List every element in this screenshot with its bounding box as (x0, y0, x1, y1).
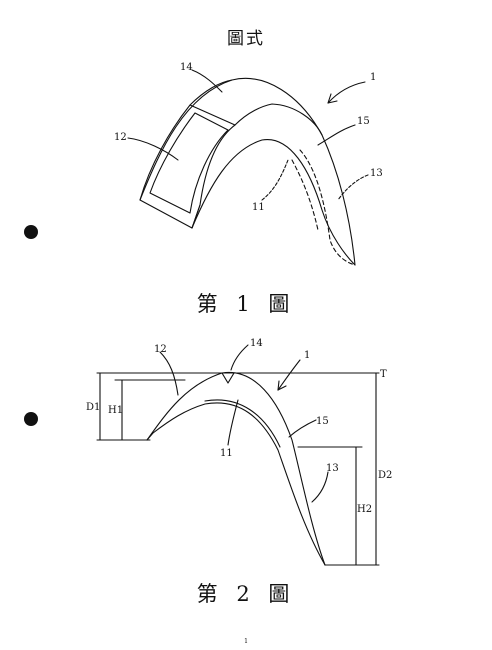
fig2-label-13: 13 (326, 463, 339, 474)
fig1-hidden-line (299, 149, 356, 266)
fig2-leader-15 (288, 419, 317, 438)
fig2-notch (221, 372, 235, 384)
page-number: 1 (244, 638, 248, 645)
fig1-arrow-1 (327, 81, 366, 104)
fig2-leader-12 (159, 351, 179, 396)
binder-hole-top (24, 225, 38, 239)
fig1-label-14: 14 (180, 62, 193, 73)
fig2-inner-curve (152, 402, 326, 566)
figure-2-caption: 第 2 圖 (196, 582, 296, 606)
fig2-label-1: 1 (304, 350, 310, 361)
fig1-label-11: 11 (252, 202, 265, 213)
fig1-leader-14 (191, 69, 223, 93)
fig1-opening (149, 112, 229, 214)
fig1-arrowhead-1 (327, 93, 338, 104)
fig1-leader-11 (261, 159, 289, 201)
fig2-outer-curve (146, 371, 326, 566)
fig2-leader-13 (311, 471, 329, 503)
fig2-leader-11 (227, 399, 239, 446)
fig1-hidden-line-2 (291, 159, 319, 231)
fig1-label-13: 13 (370, 168, 383, 179)
fig1-outer-arc (139, 77, 356, 266)
fig1-leader-13 (337, 174, 369, 201)
fig2-label-T: T (380, 369, 387, 380)
fig1-side-edge (191, 204, 201, 229)
figure-1-caption: 第 1 圖 (196, 292, 296, 316)
fig2-label-15: 15 (316, 416, 329, 427)
fig2-label-14: 14 (250, 338, 263, 349)
fig1-leader-15 (317, 124, 356, 146)
fig1-ridge (234, 103, 323, 136)
fig2-arrowhead-1 (277, 380, 287, 391)
fig1-label-15: 15 (357, 116, 370, 127)
fig2-label-H2: H2 (357, 504, 372, 515)
fig2-dim-ticks (96, 372, 380, 566)
binder-hole-bottom (24, 412, 38, 426)
fig1-label-1: 1 (370, 72, 376, 83)
fig2-label-H1: H1 (108, 405, 123, 416)
fig2-left-tip (146, 432, 154, 441)
fig2-label-D2: D2 (378, 470, 392, 481)
fig1-leader-12 (127, 137, 179, 161)
fig2-label-11: 11 (220, 448, 233, 459)
fig1-inner-arc (191, 139, 356, 266)
fig2-label-D1: D1 (86, 402, 100, 413)
fig1-top-edge (189, 79, 233, 106)
fig1-label-12: 12 (114, 132, 127, 143)
drawings-header: 圖式 (227, 29, 265, 49)
fig2-arrow-1 (277, 359, 301, 391)
fig2-offset-line (204, 399, 281, 448)
fig2-leader-14 (230, 344, 249, 371)
fig2-label-12: 12 (154, 344, 167, 355)
